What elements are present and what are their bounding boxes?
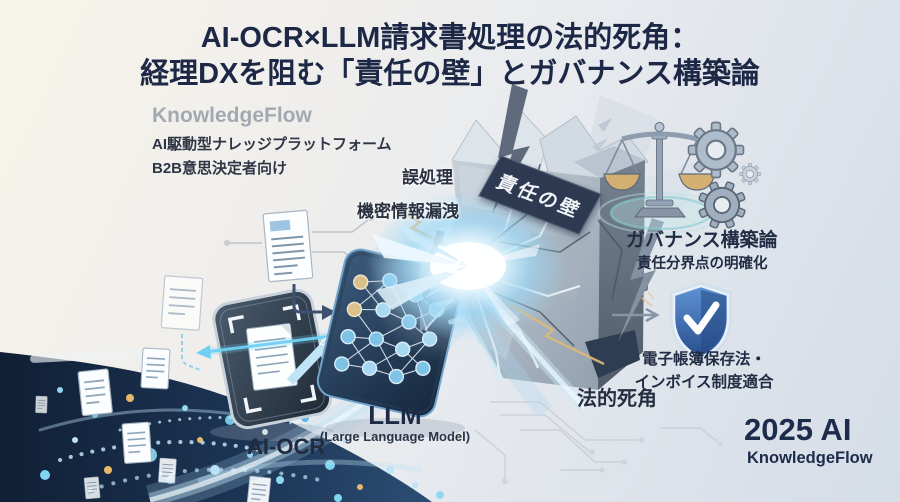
compliance-label: 電子帳簿保存法・ インボイス制度適合 bbox=[616, 348, 792, 394]
scan-frame-icon bbox=[227, 304, 317, 414]
circuit-traces bbox=[474, 401, 723, 484]
wall-fragment bbox=[585, 330, 640, 378]
scanned-document-icon bbox=[245, 323, 298, 391]
compliance-line2: インボイス制度適合 bbox=[634, 374, 774, 391]
document-icon bbox=[83, 476, 101, 500]
legal-blindspot-label: 法的死角 bbox=[577, 388, 657, 410]
ai-ocr-label: AI-OCR bbox=[247, 434, 326, 459]
page-title: AI-OCR×LLM請求書処理の法的死角： 経理DXを阻む「責任の壁」とガバナン… bbox=[60, 20, 840, 92]
gear-icon bbox=[687, 121, 745, 179]
risk-label-data-leak: 機密情報漏洩 bbox=[357, 202, 459, 221]
document-cluster bbox=[35, 275, 204, 465]
brand-tagline-1: AI駆動型ナレッジプラットフォーム bbox=[152, 136, 392, 153]
arrow-icon bbox=[292, 284, 324, 314]
page-title-line2: 経理DXを阻む「責任の壁」とガバナンス構築論 bbox=[140, 58, 760, 90]
brand-name: KnowledgeFlow bbox=[152, 104, 312, 127]
document-icon bbox=[77, 367, 114, 417]
llm-label-group: LLM (Large Language Model) bbox=[313, 401, 477, 444]
governance-title: ガバナンス構築論 bbox=[626, 230, 778, 251]
footer-year: 2025 AI bbox=[744, 412, 852, 447]
llm-sublabel: (Large Language Model) bbox=[319, 429, 471, 444]
arrow-to-shield-icon bbox=[612, 307, 660, 323]
risk-label-misprocessing: 誤処理 bbox=[402, 168, 453, 187]
shield-check-icon bbox=[641, 281, 732, 362]
gear-icon bbox=[739, 163, 761, 185]
brand-tagline-2: B2B意思決定者向け bbox=[152, 160, 288, 177]
document-icon bbox=[35, 395, 48, 414]
document-icon bbox=[121, 421, 153, 465]
ai-ocr-scanner bbox=[212, 288, 333, 430]
llm-label: LLM bbox=[368, 400, 422, 430]
governance-subtitle: 責任分界点の明確化 bbox=[637, 256, 768, 272]
document-icon bbox=[140, 347, 171, 390]
impact-burst bbox=[368, 191, 568, 341]
dashed-connector bbox=[181, 334, 201, 371]
document-icon-ghost bbox=[160, 275, 204, 331]
footer-brand: KnowledgeFlow bbox=[747, 449, 873, 467]
scales-of-justice-icon bbox=[592, 118, 724, 234]
page-title-line1: AI-OCR×LLM請求書処理の法的死角： bbox=[200, 22, 700, 54]
compliance-line1: 電子帳簿保存法・ bbox=[641, 351, 766, 368]
